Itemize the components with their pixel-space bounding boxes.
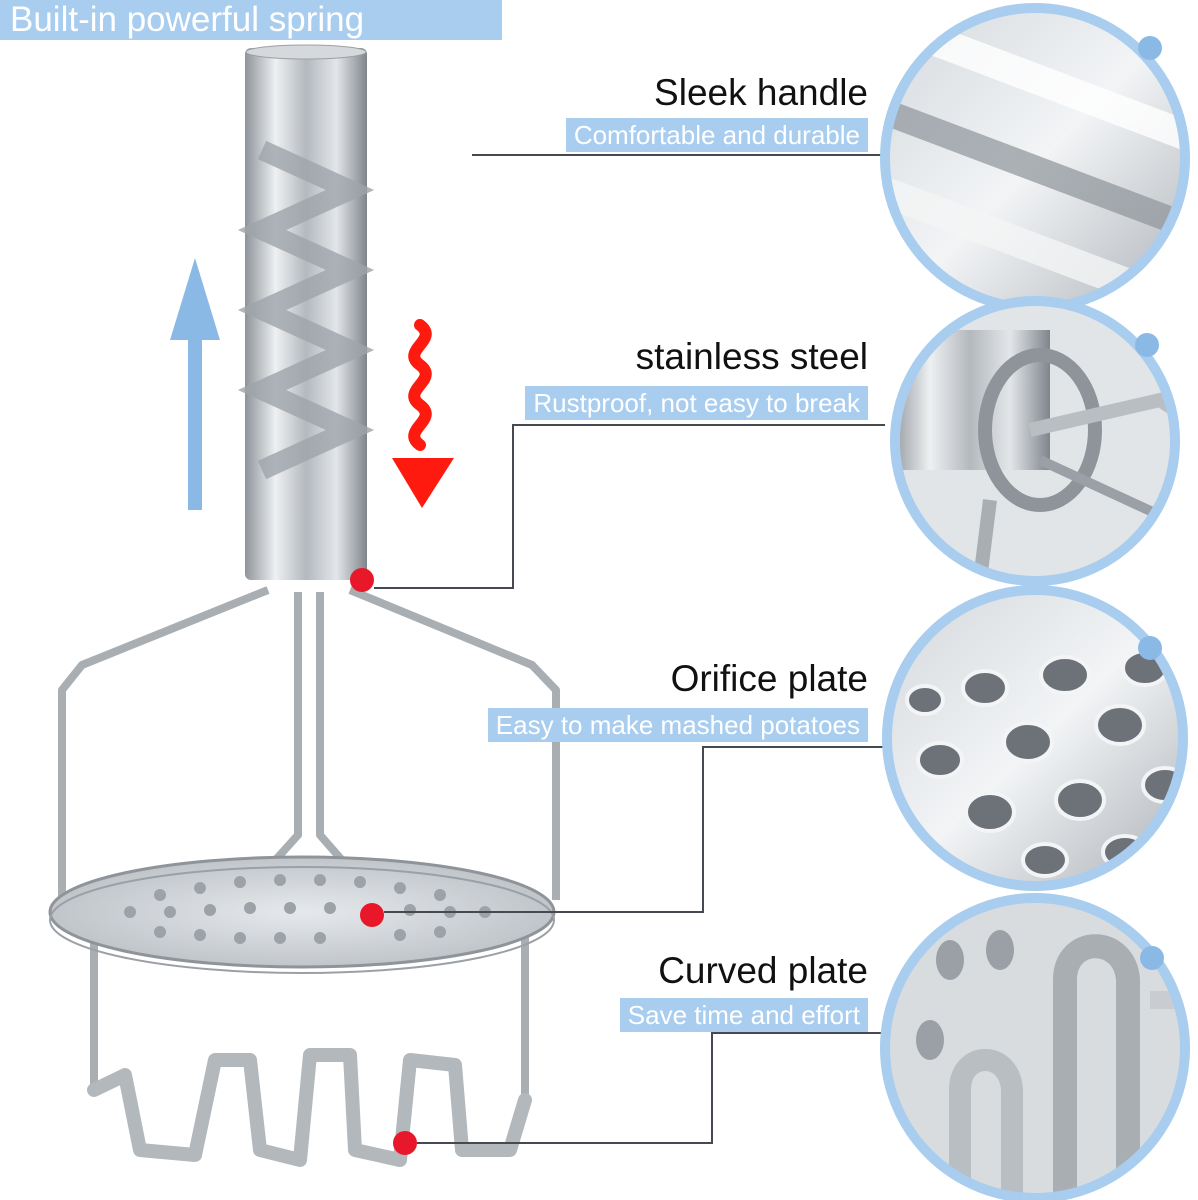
masher-orifice-plate [48, 855, 556, 974]
feature-subtitle-orifice-plate: Easy to make mashed potatoes [487, 708, 868, 742]
callout-dot-stainless-steel [350, 568, 374, 592]
zoom-circle-dot [1140, 946, 1164, 970]
masher-curved-plate [87, 1048, 532, 1167]
feature-subtitle-curved-plate: Save time and effort [619, 998, 868, 1032]
zoom-circle-sleek-handle [880, 3, 1190, 313]
leader-line-orifice-plate [384, 746, 885, 913]
blue-up-arrow-icon [170, 258, 220, 510]
zoom-circle-dot [1138, 36, 1162, 60]
masher-wire-frame [58, 586, 560, 1100]
top-banner: Built-in powerful spring [0, 0, 502, 40]
feature-title-stainless-steel: stainless steel [635, 336, 868, 377]
zoom-circle-dot [1138, 636, 1162, 660]
callout-dot-orifice-plate [360, 903, 384, 927]
leader-line-curved-plate [417, 1032, 885, 1144]
feature-title-orifice-plate: Orifice plate [670, 658, 868, 699]
feature-subtitle-sleek-handle: Comfortable and durable [565, 118, 868, 152]
red-squiggle-down-arrow-icon [392, 319, 454, 508]
masher-handle [237, 44, 375, 580]
callout-dot-curved-plate [393, 1131, 417, 1155]
leader-lines [374, 154, 885, 1144]
feature-title-sleek-handle: Sleek handle [654, 72, 868, 113]
feature-subtitle-stainless-steel: Rustproof, not easy to break [525, 386, 868, 420]
callout-dots [350, 568, 417, 1155]
zoom-circle-stainless-steel [890, 296, 1180, 586]
feature-title-curved-plate: Curved plate [658, 950, 868, 991]
zoom-circle-curved-plate [880, 893, 1190, 1200]
spring-coil [237, 140, 375, 480]
zoom-circle-orifice-plate [882, 585, 1188, 891]
zoom-circle-dot [1135, 333, 1159, 357]
leader-line-stainless-steel [374, 424, 885, 589]
